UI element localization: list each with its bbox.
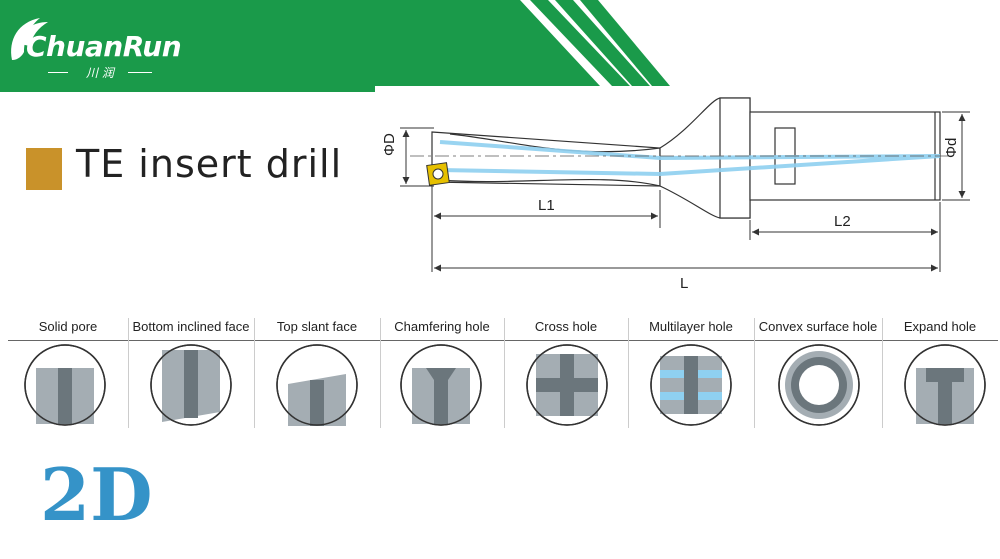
- logo-line-right: [128, 72, 152, 73]
- logo-line-left: [48, 72, 68, 73]
- bottom-inclined-face-icon: [150, 344, 232, 426]
- category-divider: [254, 318, 255, 428]
- cross-hole-icon: [526, 344, 608, 426]
- page-title: TE insert drill: [76, 142, 343, 186]
- title-marker: [26, 148, 62, 190]
- insert-icon: [426, 162, 450, 186]
- dimension-badge: 2D: [40, 452, 153, 537]
- category-divider: [380, 318, 381, 428]
- category-divider: [504, 318, 505, 428]
- category-label: Cross hole: [534, 319, 598, 334]
- category-divider: [128, 318, 129, 428]
- top-slant-face-icon: [276, 344, 358, 426]
- dim-label-L: L: [680, 275, 688, 292]
- category-divider: [754, 318, 755, 428]
- convex-surface-hole-icon: [778, 344, 860, 426]
- header-banner: [0, 0, 670, 92]
- category-label: Convex surface hole: [758, 319, 878, 334]
- category-label: Multilayer hole: [649, 319, 733, 334]
- category-label: Chamfering hole: [394, 319, 490, 334]
- solid-pore-icon: [24, 344, 106, 426]
- dim-label-D: ΦD: [381, 133, 398, 156]
- expand-hole-icon: [904, 344, 986, 426]
- dim-label-L2: L2: [834, 213, 851, 230]
- category-label: Solid pore: [38, 319, 98, 334]
- multilayer-hole-icon: [650, 344, 732, 426]
- drill-diagram: ΦD Φd L1 L2 L: [381, 97, 970, 292]
- logo-brand: ChuanRun: [26, 30, 182, 63]
- dim-label-L1: L1: [538, 197, 555, 214]
- logo-leaf-icon: [11, 18, 48, 60]
- hole-type-bar: Solid pore Bottom inclined face Top slan…: [8, 318, 998, 341]
- category-label: Expand hole: [903, 319, 977, 334]
- category-divider: [628, 318, 629, 428]
- dim-label-d: Φd: [943, 138, 960, 158]
- category-label: Top slant face: [276, 319, 358, 334]
- chamfering-hole-icon: [400, 344, 482, 426]
- category-divider: [882, 318, 883, 428]
- category-label: Bottom inclined face: [132, 319, 250, 334]
- logo-chinese: 川 润: [86, 66, 114, 80]
